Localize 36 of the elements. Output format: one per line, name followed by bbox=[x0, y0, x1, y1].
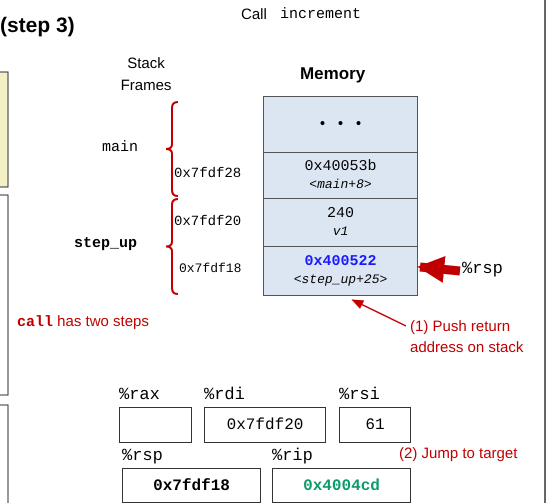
memory-value: • • • bbox=[318, 116, 363, 134]
frame-label: step_up bbox=[74, 235, 138, 252]
memory-cell bbox=[263, 152, 418, 199]
register-box: 0x4004cd bbox=[272, 468, 411, 503]
axis-label: Stack Frames bbox=[120, 54, 172, 96]
register-name: %rdi bbox=[204, 385, 245, 407]
memory-annotation: v1 bbox=[332, 222, 348, 240]
memory-annotation: <step_up+25> bbox=[294, 271, 388, 289]
heading-text: Memory bbox=[300, 64, 366, 84]
memory-cell bbox=[263, 198, 418, 247]
annotation: (2) Jump to target bbox=[399, 445, 518, 462]
address-label: 0x7fdf28 bbox=[174, 166, 242, 182]
register-name: %rsi bbox=[339, 385, 380, 407]
arrow bbox=[351, 299, 406, 327]
title: (step 3) bbox=[0, 14, 75, 38]
register-name: %rsp bbox=[462, 260, 503, 279]
memory-cell bbox=[263, 246, 418, 296]
register-box: 0x7fdf18 bbox=[122, 468, 261, 503]
address-label: 0x7fdf18 bbox=[179, 261, 242, 276]
register-name: %rip bbox=[272, 446, 313, 468]
memory-value: 0x40053b bbox=[304, 158, 376, 176]
memory-annotation: <main+8> bbox=[309, 176, 372, 194]
register-name: %rax bbox=[119, 385, 160, 407]
register-box: 0x7fdf20 bbox=[204, 407, 326, 443]
memory-cell bbox=[263, 96, 418, 153]
annotation: call has two steps bbox=[17, 313, 149, 331]
heading-text: Call bbox=[241, 6, 267, 23]
register-box: 61 bbox=[339, 407, 411, 443]
function-name: increment bbox=[280, 6, 362, 23]
address-label: 0x7fdf20 bbox=[174, 214, 242, 230]
frame-label: main bbox=[102, 139, 138, 156]
memory-value: 0x400522 bbox=[304, 253, 376, 271]
annotation: (1) Push return address on stack bbox=[410, 317, 524, 358]
register-name: %rsp bbox=[122, 446, 163, 468]
memory-value: 240 bbox=[326, 204, 354, 222]
arrow bbox=[417, 256, 460, 283]
